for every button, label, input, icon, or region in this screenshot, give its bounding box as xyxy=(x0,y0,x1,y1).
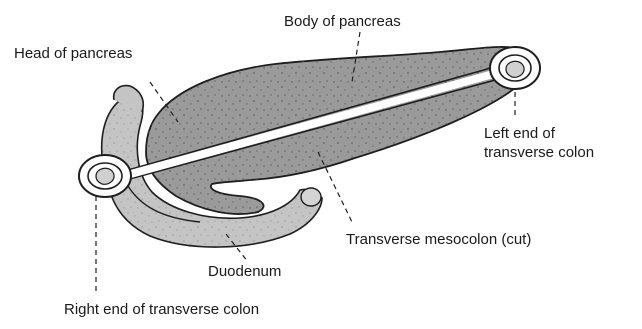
label-transverse-mesocolon: Transverse mesocolon (cut) xyxy=(346,230,531,249)
pancreas-texture xyxy=(146,47,531,214)
label-body-of-pancreas: Body of pancreas xyxy=(284,12,401,31)
label-left-end-of-transverse-colon: Left end of transverse colon xyxy=(484,124,594,162)
right-end-colon-ring xyxy=(79,155,131,197)
label-right-end-of-transverse-colon: Right end of transverse colon xyxy=(64,300,259,319)
duodenum-cut-end xyxy=(301,188,321,206)
label-duodenum: Duodenum xyxy=(208,262,281,281)
label-head-of-pancreas: Head of pancreas xyxy=(14,44,132,63)
left-end-colon-ring xyxy=(490,47,540,89)
